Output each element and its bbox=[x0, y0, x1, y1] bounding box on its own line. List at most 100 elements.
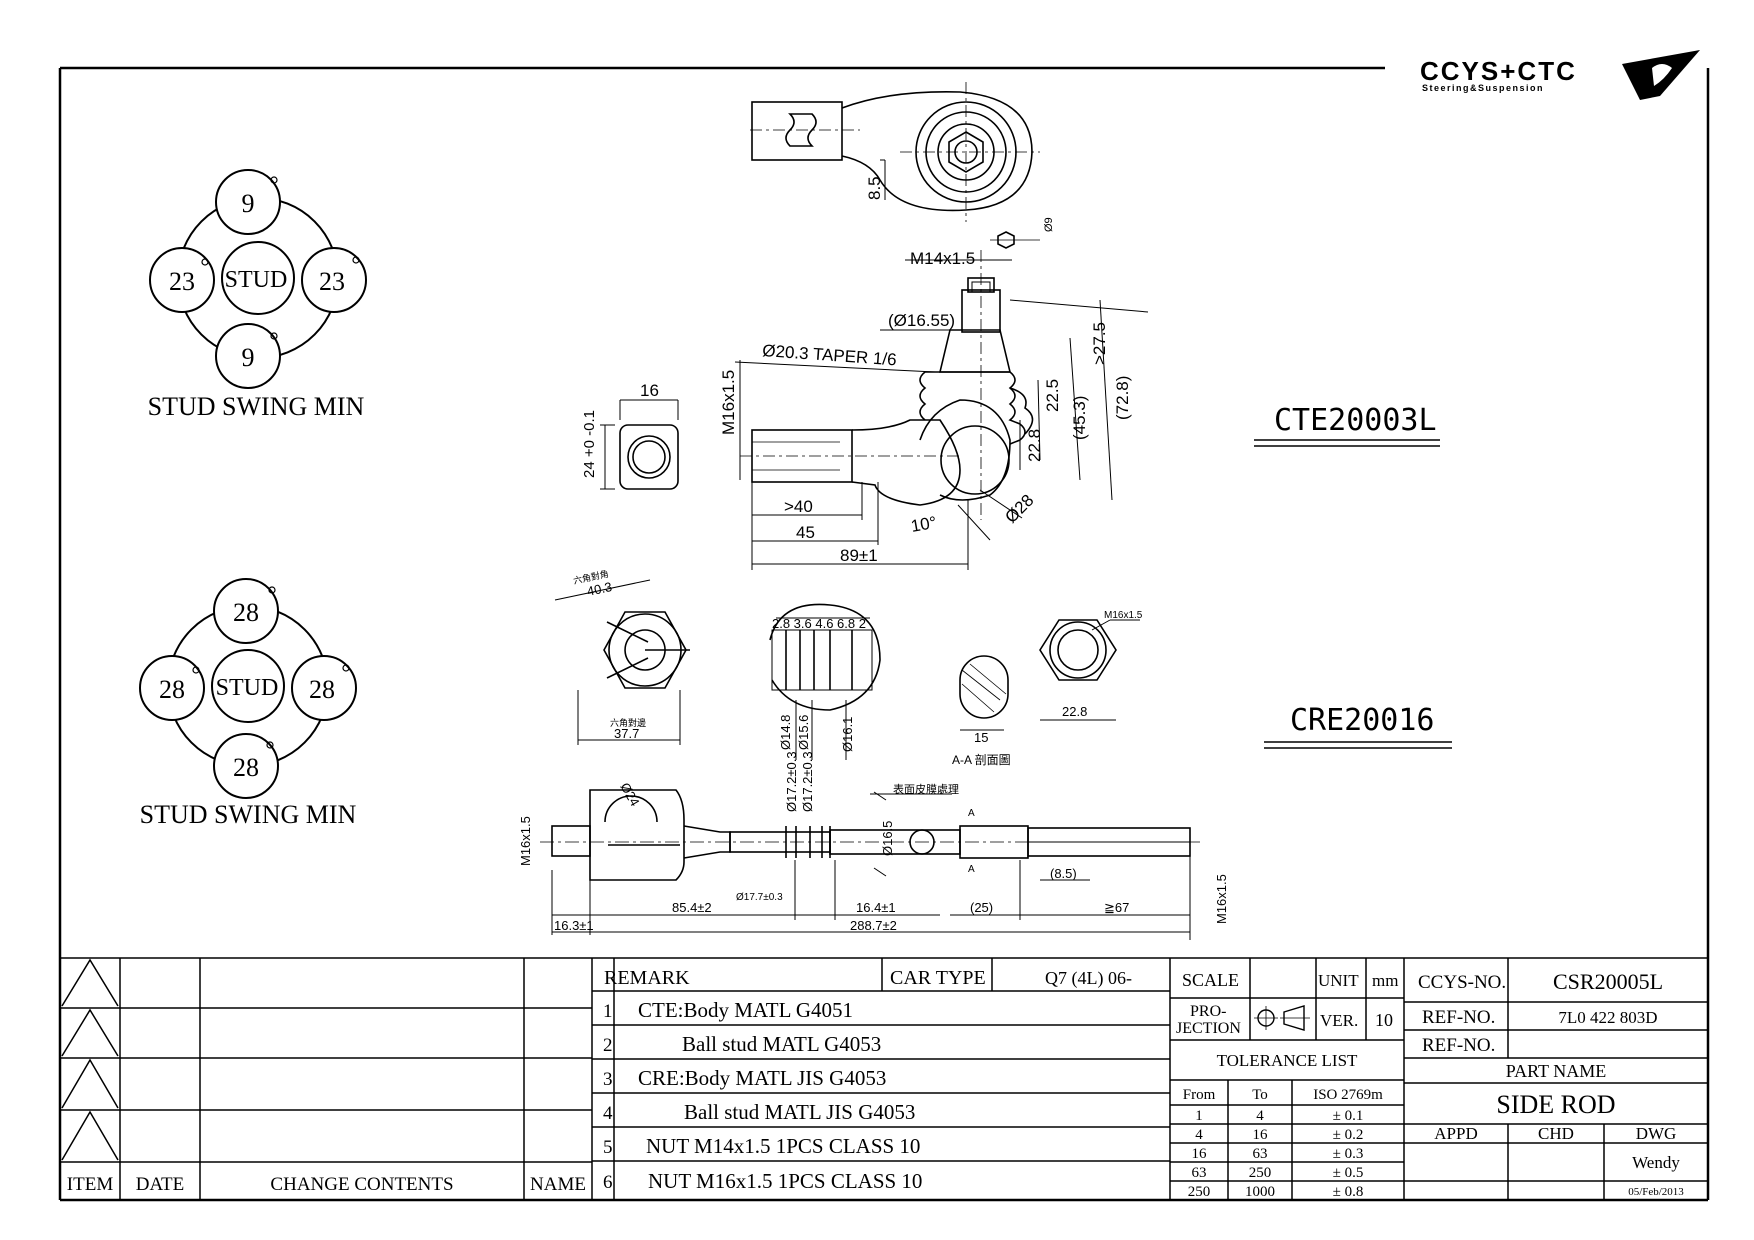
dim-len-85-4: 85.4±2 bbox=[672, 900, 712, 915]
dim-h-27-5: >27.5 bbox=[1090, 322, 1109, 365]
cre-groove-detail bbox=[769, 603, 881, 760]
stud-swing-values-top: 9 9 23 23 STUD STUD SWING MIN bbox=[148, 189, 365, 421]
cre-section-aa bbox=[959, 655, 1009, 731]
cte-part-label: CTE20003L bbox=[1254, 403, 1440, 447]
stud-swing-diagram-bottom bbox=[139, 578, 357, 799]
swing-center-label: STUD bbox=[225, 267, 288, 293]
dim-m16-left: M16x1.5 bbox=[518, 816, 533, 866]
dwg-label: DWG bbox=[1636, 1124, 1677, 1143]
swing-top-value: 28 bbox=[233, 598, 259, 627]
tolerance-to: 16 bbox=[1253, 1127, 1269, 1143]
tolerance-from: 16 bbox=[1192, 1146, 1208, 1162]
dim-len-16-4: 16.4±1 bbox=[856, 900, 896, 915]
dim-m16-right: M16x1.5 bbox=[1214, 874, 1229, 924]
remarks-table: REMARK CAR TYPE Q7 (4L) 06- 1 CTE:Body M… bbox=[603, 967, 1132, 1193]
dim-d-17-2-a: Ø17.2±0.3 bbox=[784, 751, 799, 812]
swing-center-label: STUD bbox=[216, 675, 279, 701]
ref-no-value: 7L0 422 803D bbox=[1558, 1008, 1657, 1027]
scale-label: SCALE bbox=[1182, 970, 1239, 990]
cte-side-view bbox=[740, 231, 1040, 520]
remark-text: Ball stud MATL G4053 bbox=[682, 1032, 881, 1056]
tolerance-value: ± 0.2 bbox=[1333, 1127, 1364, 1143]
remark-no: 3 bbox=[603, 1069, 613, 1090]
hex-across-flats-label: 六角對邊 bbox=[610, 717, 646, 728]
cre-nut-view bbox=[1039, 619, 1140, 721]
unit-label: UNIT bbox=[1318, 971, 1359, 990]
swing-right-value: 23 bbox=[319, 267, 345, 296]
dim-g-16-1: Ø16.1 bbox=[840, 717, 855, 752]
cre-groove-diameters: Ø14.8 Ø15.6 Ø16.1 Ø17.2±0.3 Ø17.2±0.3 bbox=[778, 715, 855, 812]
dim-nut-dia: (Ø16.55) bbox=[888, 311, 955, 330]
logo-tagline: Steering&Suspension bbox=[1422, 83, 1544, 93]
appd-label: APPD bbox=[1434, 1124, 1477, 1143]
ccys-no-label: CCYS-NO. bbox=[1418, 972, 1506, 993]
part-name-value: SIDE ROD bbox=[1496, 1090, 1615, 1119]
cte-end-view bbox=[600, 399, 679, 490]
brand-logo: CCYS+CTC Steering&Suspension bbox=[1420, 50, 1700, 100]
tolerance-to: 1000 bbox=[1245, 1184, 1275, 1200]
ref-no-label-2: REF-NO. bbox=[1422, 1035, 1495, 1056]
tolerance-to: 63 bbox=[1253, 1146, 1268, 1162]
dim-hex-37-7: 37.7 bbox=[614, 726, 639, 741]
dim-angle-10: 10° bbox=[909, 513, 938, 536]
remark-text: CTE:Body MATL G4051 bbox=[638, 998, 853, 1022]
projection-label-2: JECTION bbox=[1176, 1020, 1241, 1037]
stud-swing-values-bottom: 28 28 28 28 STUD STUD SWING MIN bbox=[140, 598, 357, 829]
dim-d-17-7: Ø17.7±0.3 bbox=[736, 892, 783, 903]
dim-g-14-8: Ø14.8 bbox=[778, 715, 793, 750]
projection-symbol-icon bbox=[1254, 1005, 1310, 1031]
header-date: DATE bbox=[136, 1174, 185, 1195]
header-name: NAME bbox=[530, 1174, 586, 1195]
dim-d-16-5: Ø16.5 bbox=[880, 821, 895, 856]
tolerance-from: 4 bbox=[1195, 1127, 1203, 1143]
identification-block: CCYS-NO. CSR20005L REF-NO. 7L0 422 803D … bbox=[1418, 969, 1684, 1198]
dim-nut-thread: M16x1.5 bbox=[1104, 610, 1143, 621]
section-mark-a-top: A bbox=[968, 808, 975, 819]
remark-text: CRE:Body MATL JIS G4053 bbox=[638, 1066, 886, 1090]
dim-hex-40-3: 40.3 bbox=[586, 579, 614, 599]
dim-body-thread: M16x1.5 bbox=[719, 370, 738, 435]
car-type-value: Q7 (4L) 06- bbox=[1045, 968, 1132, 989]
cre-rod-view bbox=[540, 789, 1200, 881]
dim-len-40: >40 bbox=[784, 497, 813, 516]
dim-len-89: 89±1 bbox=[840, 546, 878, 565]
scale-unit-block: SCALE UNIT mm PRO- JECTION VER. 10 bbox=[1176, 970, 1398, 1037]
dim-nut-22-8: 22.8 bbox=[1062, 704, 1087, 719]
dim-len-8-5: (8.5) bbox=[1050, 866, 1077, 881]
dim-len-67: ≧67 bbox=[1104, 900, 1129, 915]
cre-part-number: CRE20016 bbox=[1290, 703, 1435, 738]
section-mark-a-bottom: A bbox=[968, 864, 975, 875]
swing-top-value: 9 bbox=[242, 189, 255, 218]
tolerance-value: ± 0.5 bbox=[1333, 1165, 1364, 1181]
remark-text: Ball stud MATL JIS G4053 bbox=[684, 1100, 915, 1124]
tolerance-header-iso: ISO 2769m bbox=[1313, 1087, 1383, 1103]
header-item: ITEM bbox=[67, 1174, 114, 1195]
cte-dimension-lines bbox=[734, 259, 1149, 570]
car-type-label: CAR TYPE bbox=[890, 967, 986, 989]
dim-m14-thread: M14x1.5 bbox=[910, 249, 975, 268]
revision-triangles bbox=[61, 958, 119, 1161]
tolerance-title: TOLERANCE LIST bbox=[1217, 1051, 1358, 1070]
dim-hex-9: Ø9 bbox=[1043, 217, 1055, 232]
projection-label-1: PRO- bbox=[1190, 1003, 1226, 1020]
title-block-lines bbox=[60, 957, 1708, 1200]
dim-d-17-2-b: Ø17.2±0.3 bbox=[800, 751, 815, 812]
dim-taper: Ø20.3 TAPER 1/6 bbox=[762, 341, 897, 369]
dim-end-24: 24 +0 -0.1 bbox=[581, 410, 598, 478]
dim-h-22-5: 22.5 bbox=[1043, 379, 1062, 412]
cte-top-view bbox=[750, 82, 1040, 222]
tolerance-value: ± 0.3 bbox=[1333, 1146, 1364, 1162]
cre-hex-end-view bbox=[554, 579, 690, 745]
part-name-label: PART NAME bbox=[1506, 1061, 1606, 1081]
header-change-contents: CHANGE CONTENTS bbox=[270, 1174, 453, 1195]
stud-swing-diagram-top bbox=[149, 169, 367, 389]
dim-h-22-8: 22.8 bbox=[1025, 429, 1044, 462]
tolerance-from: 63 bbox=[1192, 1165, 1207, 1181]
revision-history-headers: ITEM DATE CHANGE CONTENTS NAME bbox=[67, 1174, 586, 1195]
ref-no-label: REF-NO. bbox=[1422, 1007, 1495, 1028]
dim-len-16-3: 16.3±1 bbox=[554, 918, 594, 933]
swing-left-value: 23 bbox=[169, 267, 195, 296]
tolerance-from: 1 bbox=[1195, 1108, 1203, 1124]
dim-eye-8-5: 8.5 bbox=[865, 176, 884, 200]
